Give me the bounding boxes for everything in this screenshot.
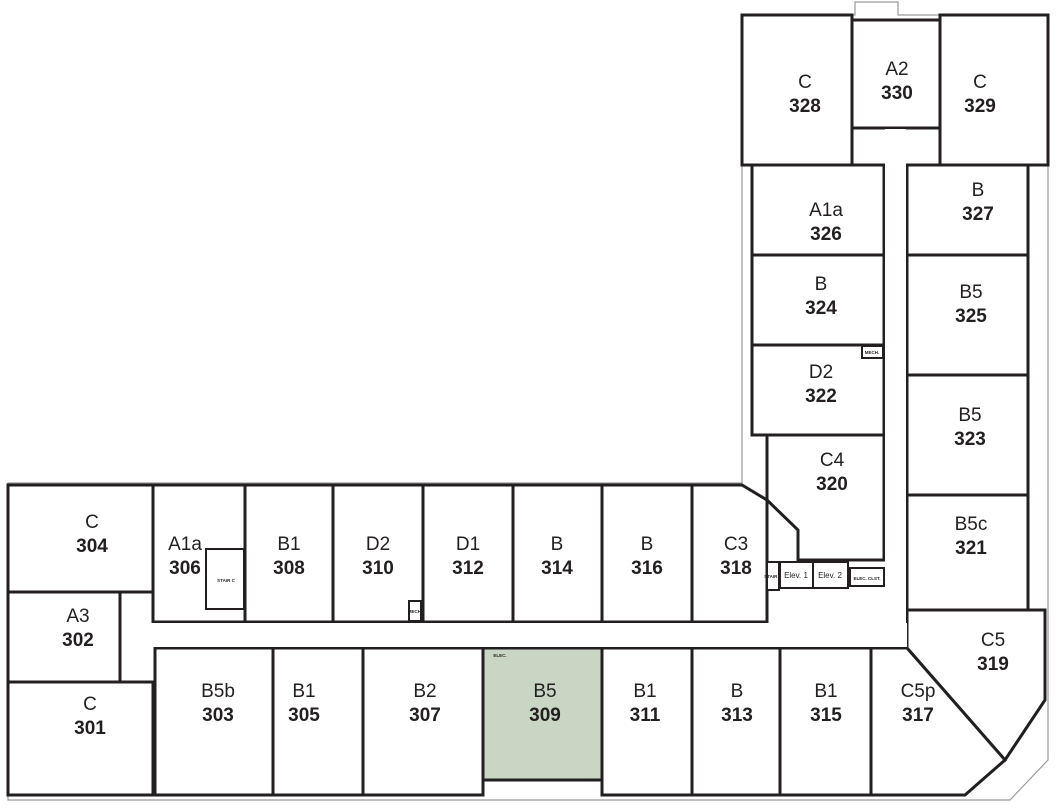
unit-type-label: A2: [885, 59, 908, 80]
unit-type-label: A1a: [168, 534, 202, 555]
unit-type-label: C4: [820, 450, 845, 471]
unit-number-label: 320: [816, 474, 848, 495]
stair-b-label: STAIR B: [764, 574, 782, 579]
stair-c: [205, 548, 245, 610]
unit-number-label: 307: [409, 705, 441, 726]
mech-closet: [408, 600, 422, 622]
unit-number-label: 303: [202, 705, 234, 726]
corridor: [122, 129, 907, 647]
unit-type-label: B5: [958, 405, 981, 426]
unit-number-label: 321: [955, 538, 987, 559]
unit-number-label: 330: [881, 83, 913, 104]
unit-number-label: 311: [630, 705, 661, 726]
unit-number-label: 318: [720, 558, 752, 579]
unit-number-label: 309: [529, 705, 561, 726]
unit-number-label: 308: [273, 558, 305, 579]
elec-closet-label: ELEC. CLST.: [853, 576, 880, 581]
unit-type-label: C: [798, 72, 812, 93]
unit-number-label: 329: [964, 96, 996, 117]
elevator-1-label: Elev. 1: [784, 571, 808, 580]
unit-number-label: 302: [62, 630, 94, 651]
unit-number-label: 304: [76, 536, 108, 557]
unit-number-label: 323: [954, 429, 986, 450]
unit-number-label: 322: [805, 386, 837, 407]
unit-number-label: 328: [789, 96, 821, 117]
unit-307[interactable]: [361, 646, 485, 797]
elevator-2: [812, 561, 849, 589]
unit-type-label: B: [731, 681, 744, 702]
unit-type-label: B: [972, 180, 985, 201]
elevator-2-label: Elev. 2: [818, 571, 842, 580]
room-labels: C328A2330C329A1a326B327B324B5325D2322B53…: [62, 59, 1009, 739]
elec-label: ELEC.: [493, 653, 506, 658]
unit-type-label: B1: [814, 681, 837, 702]
unit-type-label: C5p: [901, 681, 936, 702]
unit-number-label: 312: [452, 558, 484, 579]
unit-type-label: C: [85, 512, 99, 533]
unit-type-label: B5b: [201, 681, 235, 702]
unit-number-label: 301: [74, 718, 106, 739]
unit-number-label: 326: [810, 224, 842, 245]
unit-301[interactable]: [6, 680, 155, 797]
unit-317[interactable]: [869, 646, 1008, 797]
unit-type-label: B5: [959, 282, 982, 303]
unit-type-label: C: [83, 694, 97, 715]
mech-closet-2: [861, 345, 884, 359]
unit-type-label: B1: [633, 681, 656, 702]
mech-label: MECH.: [408, 609, 423, 614]
unit-type-label: D2: [366, 534, 390, 555]
unit-type-label: C: [973, 72, 987, 93]
unit-number-label: 315: [810, 705, 842, 726]
unit-type-label: B1: [292, 681, 315, 702]
stair-c-label: STAIR C: [217, 578, 235, 583]
unit-type-label: D1: [456, 534, 480, 555]
unit-number-label: 327: [962, 204, 994, 225]
unit-type-label: A3: [66, 606, 89, 627]
unit-type-label: B: [551, 534, 564, 555]
unit-type-label: B2: [413, 681, 436, 702]
building-outline: [7, 1, 1049, 801]
unit-number-label: 313: [721, 705, 753, 726]
mech-label-2: MECH.: [865, 350, 880, 355]
unit-number-label: 305: [288, 705, 320, 726]
unit-number-label: 310: [362, 558, 394, 579]
unit-type-label: C5: [981, 630, 1005, 651]
unit-329[interactable]: [938, 13, 1050, 167]
unit-type-label: B1: [277, 534, 300, 555]
rooms-layer: [6, 13, 1050, 797]
elec-closet: [849, 567, 885, 587]
unit-328[interactable]: [740, 13, 854, 167]
unit-type-label: A1a: [809, 200, 843, 221]
unit-number-label: 317: [902, 705, 934, 726]
unit-number-label: 314: [541, 558, 573, 579]
unit-type-label: B5: [533, 681, 556, 702]
unit-number-label: 325: [955, 306, 987, 327]
unit-number-label: 316: [631, 558, 663, 579]
unit-number-label: 324: [805, 298, 837, 319]
unit-type-label: B5c: [955, 514, 988, 535]
unit-type-label: B: [641, 534, 654, 555]
unit-type-label: C3: [724, 534, 748, 555]
unit-number-label: 319: [977, 654, 1009, 675]
unit-number-label: 306: [169, 558, 201, 579]
unit-type-label: B: [815, 274, 828, 295]
utility-rooms: STAIR C MECH. MECH. ELEC. STAIR B Elev. …: [205, 345, 885, 658]
unit-type-label: D2: [809, 362, 833, 383]
